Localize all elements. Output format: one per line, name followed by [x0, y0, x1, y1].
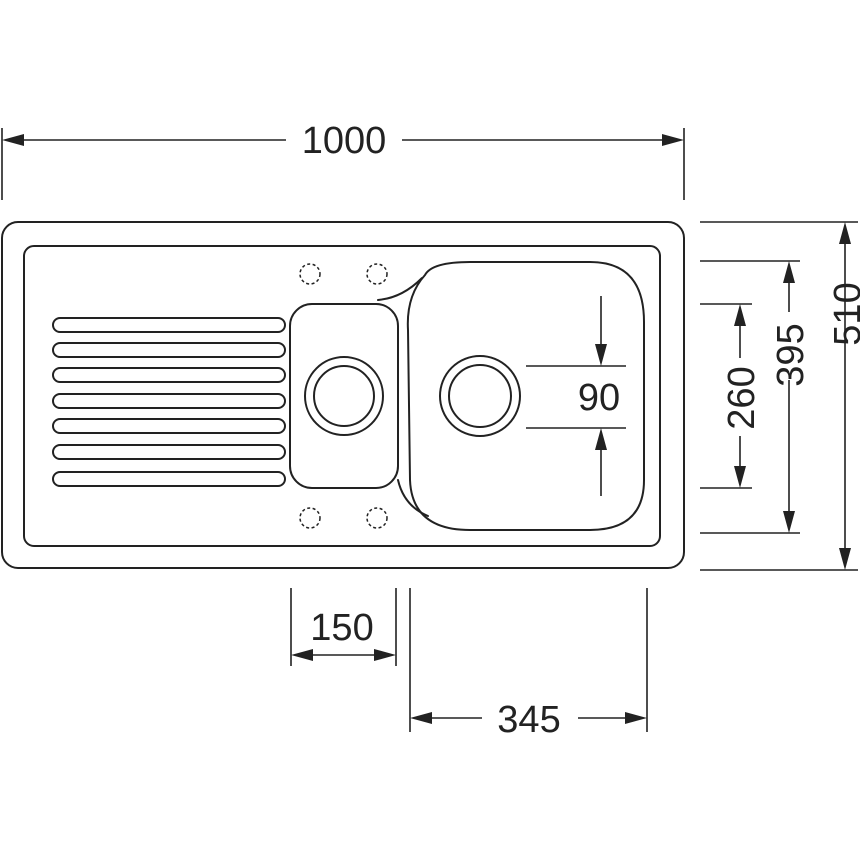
arrow-left-icon [291, 649, 313, 661]
drainer-groove [52, 367, 286, 383]
dimension-main-bowl-depth: 395 [700, 260, 812, 534]
small-bowl-drain-outer [304, 356, 384, 436]
arrow-right-icon [374, 649, 396, 661]
sink-outer-rim [1, 221, 685, 569]
arrow-down-icon [734, 466, 746, 488]
drainer-groove [52, 342, 286, 358]
dimension-label-overall-depth: 510 [827, 282, 860, 345]
dimension-small-bowl-depth: 260 [700, 303, 763, 489]
dimension-overall-depth: 510 [700, 221, 860, 571]
dimension-label-drain-offset: 90 [578, 377, 620, 419]
drainer-board [52, 317, 286, 487]
arrow-up-icon [734, 304, 746, 326]
tap-hole-icon [299, 507, 321, 529]
arrow-down-icon [595, 344, 607, 366]
dimension-overall-width: 1000 [1, 120, 685, 200]
main-bowl-outline [406, 261, 645, 531]
dimension-main-bowl-width: 345 [409, 588, 648, 741]
tap-holes [299, 263, 388, 529]
drainer-groove [52, 444, 286, 460]
tap-hole-icon [299, 263, 321, 285]
tap-hole-icon [366, 507, 388, 529]
arrow-up-icon [839, 222, 851, 244]
arrow-up-icon [783, 261, 795, 283]
small-bowl [289, 303, 399, 489]
arrow-left-icon [2, 134, 24, 146]
sink-inner-rim [23, 245, 661, 547]
dimension-label-overall-width: 1000 [302, 120, 387, 162]
drainer-groove [52, 317, 286, 333]
bowl-bridge-line [397, 479, 429, 517]
arrow-up-icon [595, 428, 607, 450]
dimension-label-small-bowl-width: 150 [310, 607, 373, 649]
dimension-drain-offset: 90 [526, 296, 626, 496]
sink-outline [1, 221, 685, 569]
main-bowl-drain-inner [448, 364, 512, 428]
small-bowl-drain-inner [313, 365, 375, 427]
arrow-down-icon [839, 548, 851, 570]
drainer-groove [52, 393, 286, 409]
drainer-groove [52, 471, 286, 487]
arrow-left-icon [410, 712, 432, 724]
bowl-bridge-line [377, 277, 423, 301]
main-bowl-drain-outer [439, 355, 521, 437]
dimension-label-small-bowl-depth: 260 [721, 366, 763, 429]
tap-hole-icon [366, 263, 388, 285]
arrow-right-icon [625, 712, 647, 724]
main-bowl [377, 261, 645, 531]
dimension-label-main-bowl-depth: 395 [770, 323, 812, 386]
dimension-small-bowl-width: 150 [290, 588, 397, 666]
arrow-right-icon [662, 134, 684, 146]
small-bowl-outline [289, 303, 399, 489]
drainer-groove [52, 418, 286, 434]
arrow-down-icon [783, 511, 795, 533]
dimension-label-main-bowl-width: 345 [497, 699, 560, 741]
